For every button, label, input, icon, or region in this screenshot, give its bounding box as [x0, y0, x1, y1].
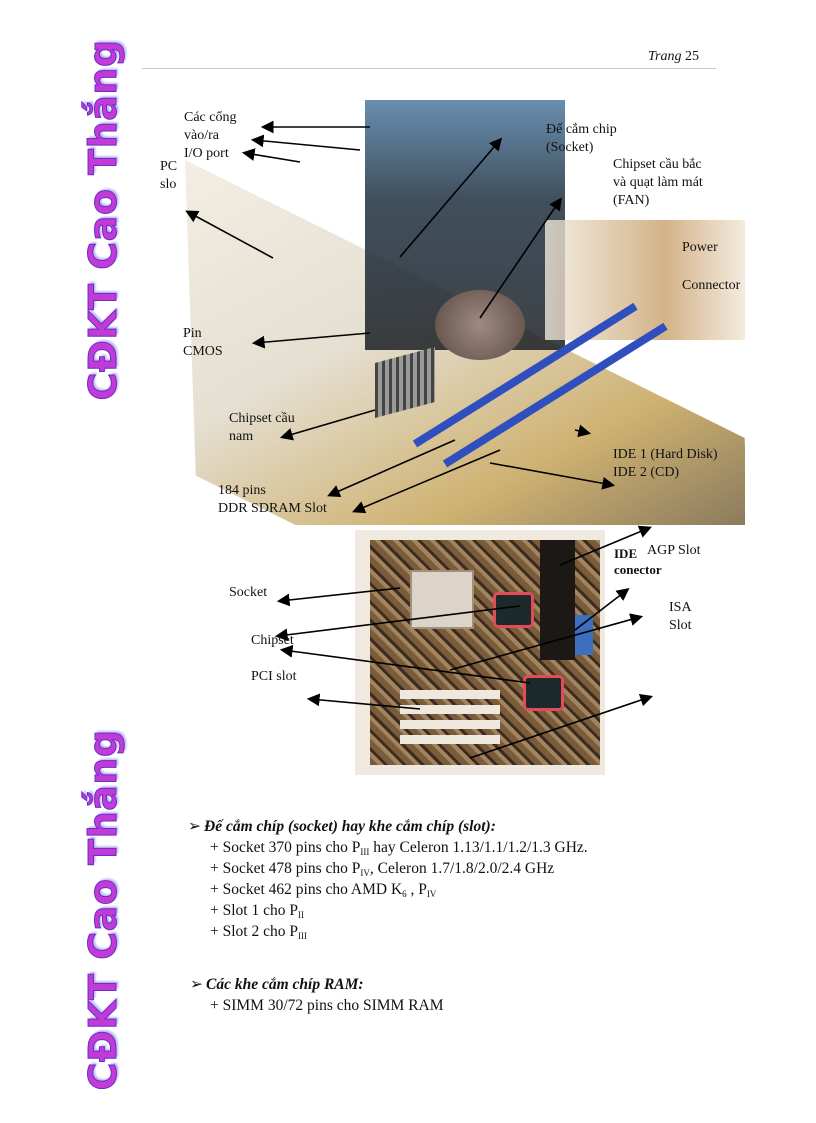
list-item: + Slot 2 cho PIII: [210, 923, 307, 941]
socket-image: [410, 570, 474, 629]
label-socket-2: Socket: [229, 585, 268, 600]
motherboard-photo-2: [355, 530, 605, 775]
label-ddr-slot: 184 pins DDR SDRAM Slot: [218, 483, 327, 516]
label-io-port: Các cổng vào/ra I/O port: [184, 110, 237, 161]
arrow-bullet-icon: ➢: [190, 976, 203, 993]
label-pci-slot: PCI slot: [251, 669, 297, 684]
label-chipset-2: Chipset: [251, 633, 294, 648]
list-item: + Socket 462 pins cho AMD K6 , PIV: [210, 881, 437, 899]
section-socket-heading: ➢Đế cắm chíp (socket) hay khe cắm chíp (…: [188, 818, 496, 835]
arrow-bullet-icon: ➢: [188, 818, 201, 835]
label-power-connector: Power Connector: [682, 240, 741, 293]
label-cmos: Pin CMOS: [183, 326, 223, 359]
header-divider: [142, 68, 716, 69]
watermark-top: CĐKT Cao Thắng: [81, 39, 126, 401]
label-pci-slot-cut: PC slo: [160, 159, 178, 192]
page-number-value: 25: [684, 49, 699, 64]
watermark-bottom: CĐKT Cao Thắng: [81, 729, 126, 1091]
list-item: + Socket 478 pins cho PIV, Celeron 1.7/1…: [210, 860, 555, 878]
list-item: + Socket 370 pins cho PIII hay Celeron 1…: [210, 839, 588, 857]
label-socket: Đế cắm chip (Socket): [546, 122, 617, 155]
label-southbridge: Chipset cầu nam: [229, 411, 295, 444]
fan-image: [435, 290, 525, 360]
label-ide: IDE 1 (Hard Disk) IDE 2 (CD): [613, 447, 718, 480]
page-prefix: Trang: [648, 49, 682, 64]
page-number: Trang 25: [648, 49, 699, 65]
chipset-image-1: [493, 592, 534, 628]
list-item: + Slot 1 cho PII: [210, 902, 304, 920]
chipset-image-2: [523, 675, 564, 711]
section-ram-heading: ➢Các khe cắm chíp RAM:: [190, 976, 364, 993]
section-ram: ➢Các khe cắm chíp RAM: + SIMM 30/72 pins…: [190, 974, 444, 1016]
section-socket: ➢Đế cắm chíp (socket) hay khe cắm chíp (…: [188, 816, 588, 942]
label-northbridge: Chipset cầu bắc và quạt làm mát (FAN): [613, 157, 703, 208]
label-isa-slot: ISA Slot: [669, 600, 692, 633]
label-agp-slot: AGP Slot: [647, 543, 701, 558]
list-item: + SIMM 30/72 pins cho SIMM RAM: [210, 997, 444, 1014]
